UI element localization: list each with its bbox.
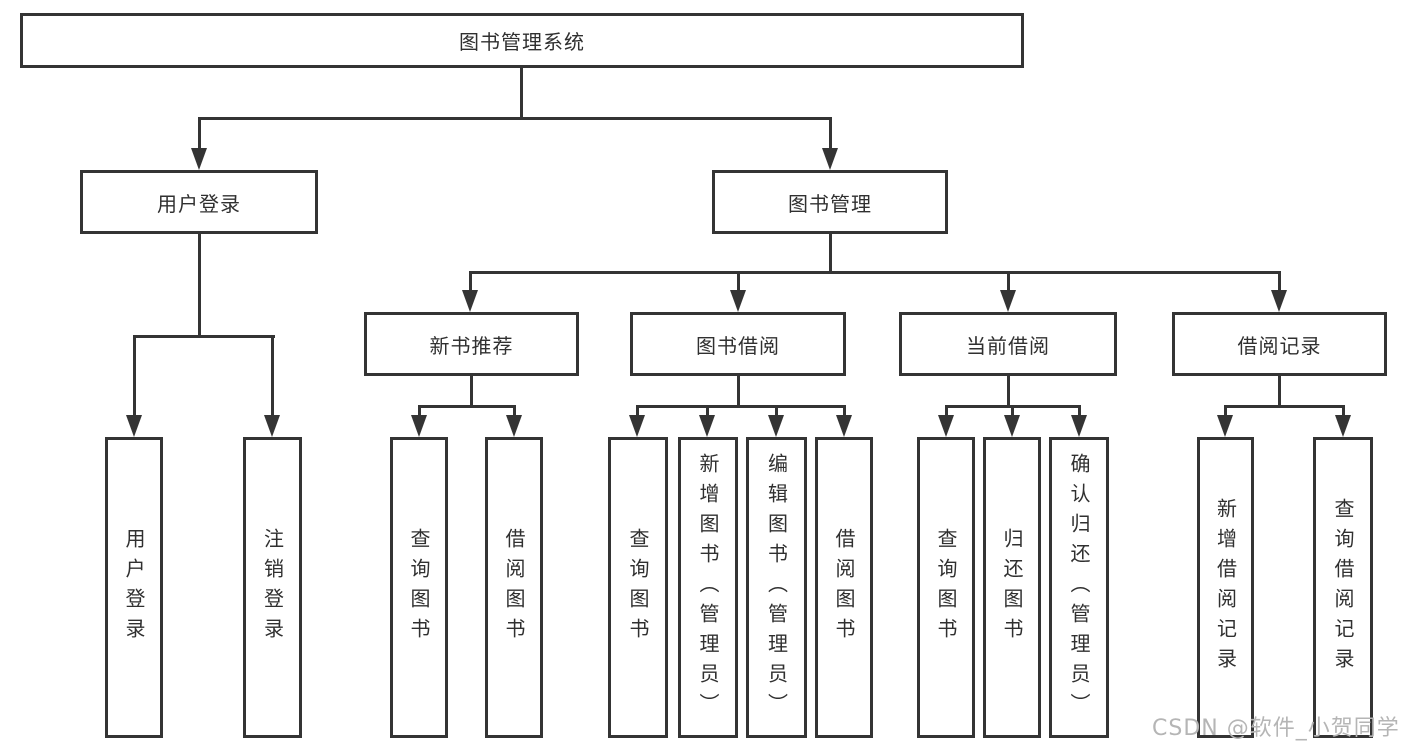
connector-line	[1011, 405, 1014, 419]
connector-line	[737, 376, 740, 407]
connector-line	[470, 376, 473, 407]
leaf-return-books: 归还图书	[983, 437, 1041, 738]
connector-line	[636, 405, 639, 419]
node-user-login: 用户登录	[80, 170, 318, 234]
leaf-recommend-borrow-books: 借阅图书	[485, 437, 543, 738]
connector-line	[829, 117, 832, 151]
connector-line	[418, 405, 421, 419]
arrow-down-icon	[1217, 415, 1233, 437]
node-label: 图书管理	[788, 191, 872, 216]
leaf-user-login: 用户登录	[105, 437, 163, 738]
connector-line	[513, 405, 516, 419]
leaf-add-borrow-record: 新增借阅记录	[1197, 437, 1254, 738]
node-book-management: 图书管理	[712, 170, 948, 234]
arrow-down-icon	[730, 290, 746, 312]
arrow-down-icon	[699, 415, 715, 437]
arrow-down-icon	[191, 148, 207, 170]
connector-line	[520, 68, 523, 118]
connector-line	[469, 271, 1281, 274]
node-label: 归还图书	[1000, 527, 1024, 648]
connector-line	[133, 335, 136, 417]
connector-line	[1224, 405, 1227, 419]
node-current-borrowing: 当前借阅	[899, 312, 1117, 376]
node-borrowing-records: 借阅记录	[1172, 312, 1387, 376]
node-label: 查询借阅记录	[1331, 497, 1355, 678]
leaf-borrowing-borrow-books: 借阅图书	[815, 437, 873, 738]
node-label: 查询图书	[407, 527, 431, 648]
connector-line	[706, 405, 709, 419]
leaf-borrowing-query-books: 查询图书	[608, 437, 668, 738]
node-label: 新书推荐	[429, 333, 514, 358]
connector-line	[843, 405, 846, 419]
arrow-down-icon	[462, 290, 478, 312]
arrow-down-icon	[768, 415, 784, 437]
arrow-down-icon	[836, 415, 852, 437]
arrow-down-icon	[629, 415, 645, 437]
node-label: 新增借阅记录	[1213, 497, 1238, 678]
leaf-logout: 注销登录	[243, 437, 302, 738]
connector-line	[636, 405, 846, 408]
node-label: 用户登录	[157, 191, 241, 216]
arrow-down-icon	[1271, 290, 1287, 312]
leaf-query-borrow-record: 查询借阅记录	[1313, 437, 1373, 738]
connector-line	[1342, 405, 1345, 419]
node-label: 查询图书	[934, 527, 958, 648]
connector-line	[198, 117, 832, 120]
connector-line	[418, 405, 516, 408]
connector-line	[1007, 271, 1010, 293]
leaf-edit-books-admin: 编辑图书（管理员）	[746, 437, 807, 738]
arrow-down-icon	[822, 148, 838, 170]
arrow-down-icon	[506, 415, 522, 437]
node-label: 借阅图书	[502, 527, 526, 648]
arrow-down-icon	[1000, 290, 1016, 312]
node-label: 注销登录	[260, 527, 285, 648]
connector-line	[829, 234, 832, 274]
node-label: 查询图书	[626, 527, 650, 648]
node-label: 编辑图书（管理员）	[764, 452, 789, 723]
leaf-add-books-admin: 新增图书（管理员）	[678, 437, 738, 738]
connector-line	[469, 271, 472, 293]
connector-line	[737, 271, 740, 293]
arrow-down-icon	[1071, 415, 1087, 437]
leaf-confirm-return-admin: 确认归还（管理员）	[1049, 437, 1109, 738]
leaf-current-query-books: 查询图书	[917, 437, 975, 738]
connector-line	[775, 405, 778, 419]
arrow-down-icon	[126, 415, 142, 437]
arrow-down-icon	[1335, 415, 1351, 437]
connector-line	[198, 234, 201, 337]
leaf-recommend-query-books: 查询图书	[390, 437, 448, 738]
watermark: CSDN @软件_小贺同学	[1152, 716, 1400, 741]
connector-line	[1007, 376, 1010, 407]
node-book-borrowing: 图书借阅	[630, 312, 846, 376]
node-label: 新增图书（管理员）	[696, 452, 720, 723]
arrow-down-icon	[411, 415, 427, 437]
node-label: 图书管理系统	[459, 30, 585, 54]
node-label: 借阅记录	[1237, 333, 1322, 358]
connector-line	[945, 405, 948, 419]
connector-line	[271, 335, 274, 417]
arrow-down-icon	[938, 415, 954, 437]
node-label: 图书借阅	[696, 333, 780, 358]
arrow-down-icon	[1004, 415, 1020, 437]
arrow-down-icon	[264, 415, 280, 437]
node-label: 当前借阅	[966, 333, 1050, 358]
connector-line	[1224, 405, 1345, 408]
node-root: 图书管理系统	[20, 13, 1024, 68]
node-label: 用户登录	[122, 527, 146, 648]
connector-line	[198, 117, 201, 151]
node-label: 借阅图书	[832, 527, 856, 648]
connector-line	[1278, 271, 1281, 293]
connector-line	[1278, 376, 1281, 407]
connector-line	[1078, 405, 1081, 419]
node-label: 确认归还（管理员）	[1067, 452, 1091, 723]
node-new-book-recommend: 新书推荐	[364, 312, 579, 376]
connector-line	[133, 335, 275, 338]
